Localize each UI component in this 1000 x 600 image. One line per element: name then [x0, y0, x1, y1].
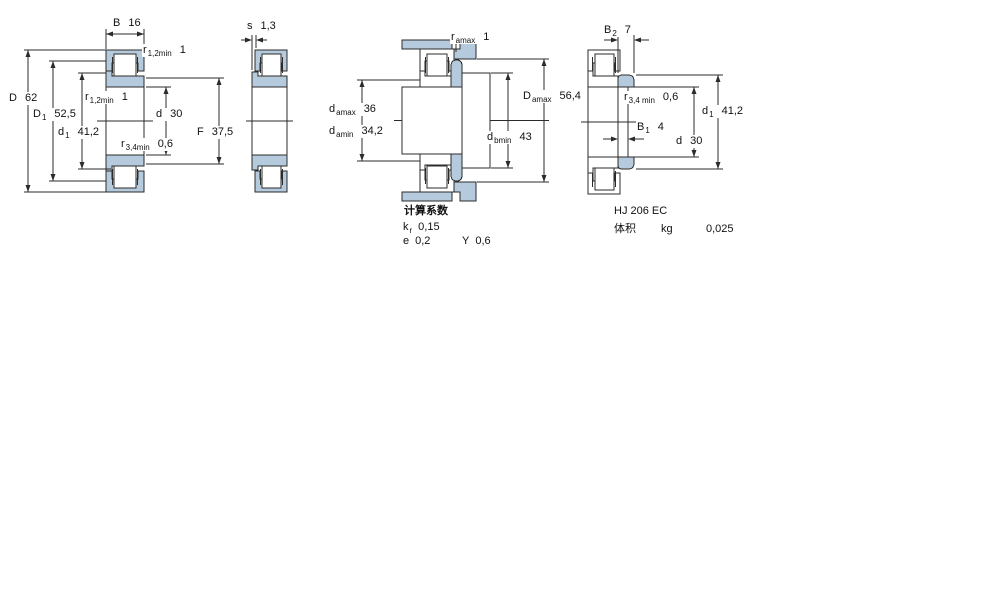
mass-unit: kg — [660, 223, 674, 236]
shaft-shoulder — [461, 72, 491, 169]
inner-ring — [251, 71, 288, 88]
housing — [401, 39, 453, 50]
housing-shoulder — [453, 181, 477, 202]
dim-d1 — [78, 72, 111, 170]
dim-Damax — [477, 58, 549, 183]
dim-D — [24, 49, 106, 193]
angle-ring — [450, 153, 463, 182]
inner-ring — [105, 70, 145, 88]
mounting-view — [357, 39, 549, 202]
roller — [113, 53, 137, 77]
dim-B2 — [604, 35, 649, 73]
inner-ring — [251, 154, 288, 171]
angle-ring — [617, 74, 635, 88]
dim-d1 — [636, 74, 723, 170]
dim-B — [105, 29, 145, 49]
roller — [594, 53, 615, 77]
dim-F — [146, 77, 224, 165]
dim-B1 — [603, 136, 644, 142]
dim-da — [357, 79, 420, 162]
roller — [113, 165, 137, 189]
angle-ring — [617, 156, 635, 170]
roller — [594, 167, 615, 191]
dim-s — [241, 35, 267, 70]
inner-ring — [105, 154, 145, 172]
housing — [401, 191, 453, 202]
dim-D1 — [49, 60, 106, 182]
dim-dbmin — [491, 72, 513, 169]
angle-ring — [450, 59, 463, 88]
roller — [426, 165, 448, 189]
side-section-view — [241, 35, 293, 193]
ring-designation: HJ 206 EC — [613, 205, 669, 218]
mass-label: 体积 — [613, 223, 637, 236]
mass-value: 0,025 — [705, 223, 735, 236]
roller — [261, 165, 282, 189]
calc-factors-title: 计算系数 — [403, 205, 449, 218]
roller — [261, 53, 282, 77]
roller — [426, 53, 448, 77]
